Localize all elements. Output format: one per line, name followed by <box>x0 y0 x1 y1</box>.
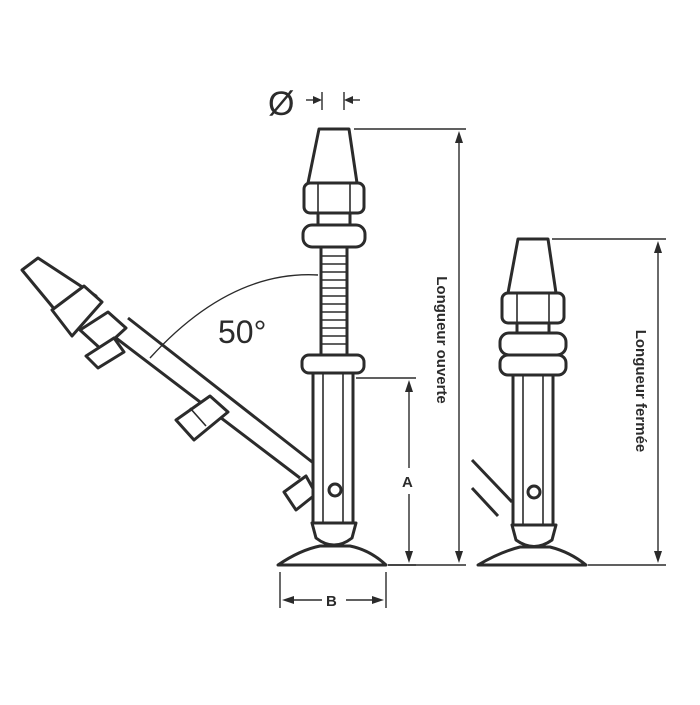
closed-length-dimension: Longueur fermée <box>552 238 666 566</box>
cone-tip <box>306 127 359 185</box>
dim-a-label: A <box>402 474 413 491</box>
dimension-b: B <box>279 572 387 610</box>
diameter-label: Ø <box>268 85 294 123</box>
closed-cone-tip <box>506 237 558 295</box>
closed-lower-nut <box>498 353 568 377</box>
pivot-pin <box>327 482 343 498</box>
closed-top-nut <box>500 291 566 325</box>
angle-label: 50° <box>218 314 266 350</box>
open-leveling-foot: 50° <box>20 127 388 567</box>
lower-nut <box>300 353 366 375</box>
closed-base-plate <box>476 545 588 567</box>
closed-lock-nut <box>498 331 568 357</box>
top-nut <box>302 181 366 215</box>
body-tube <box>311 371 355 525</box>
lock-nut <box>301 223 367 249</box>
threaded-rod <box>319 245 349 357</box>
open-length-dimension: Longueur ouverte <box>354 128 466 566</box>
dim-b-label: B <box>326 593 337 610</box>
base-plate <box>276 544 388 567</box>
closed-leveling-foot <box>470 237 588 567</box>
ball-joint <box>310 521 358 547</box>
open-length-label: Longueur ouverte <box>433 276 450 404</box>
tilted-stem <box>20 256 318 512</box>
top-washer <box>316 211 352 227</box>
angle-arc <box>149 274 319 359</box>
diameter-dimension: Ø <box>268 85 360 123</box>
closed-body-tube <box>511 373 555 527</box>
dimension-a: A <box>356 377 416 566</box>
closed-length-label: Longueur fermée <box>632 330 649 453</box>
